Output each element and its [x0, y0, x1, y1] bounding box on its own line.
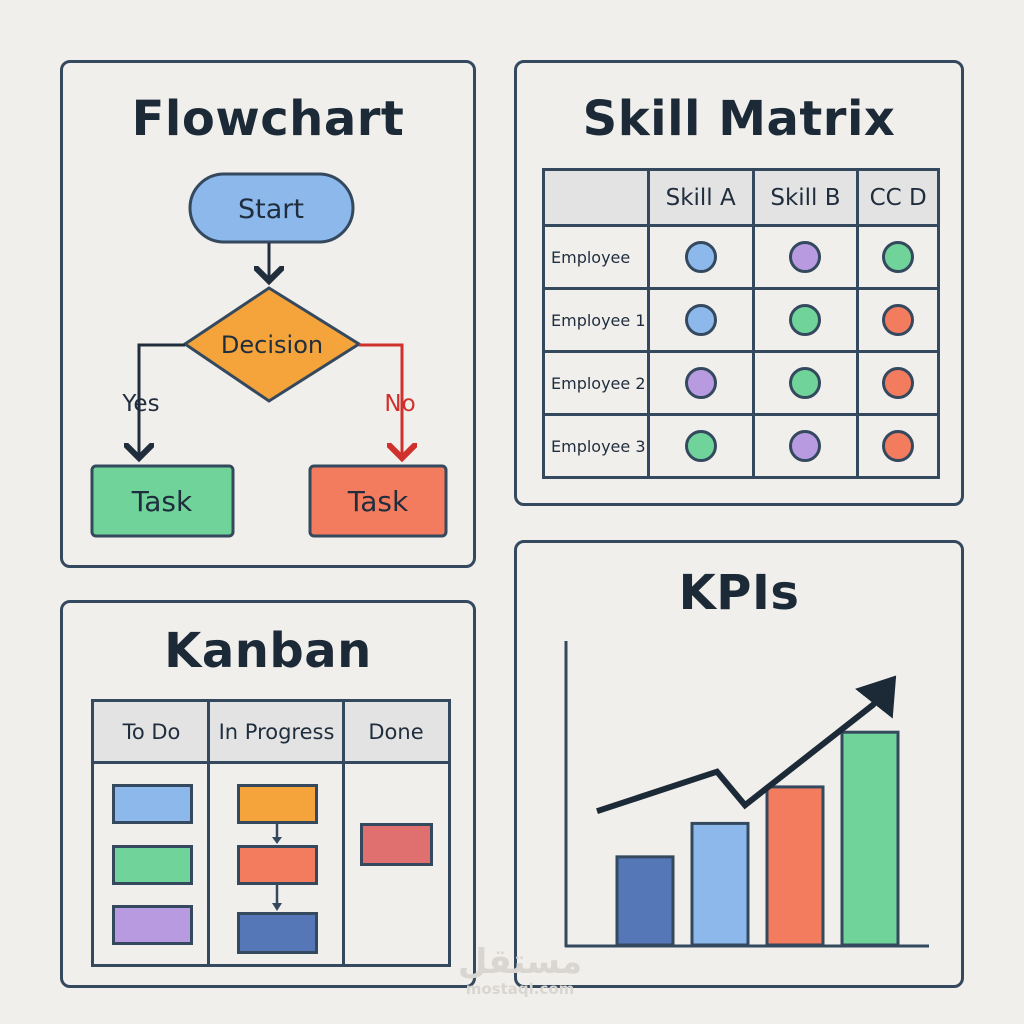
kpi-trend-line: [596, 675, 897, 815]
kpi-bar-1: [615, 855, 675, 947]
skill-dot: [882, 304, 915, 336]
kanban-arrow-head: [272, 903, 282, 911]
kanban-card[interactable]: [237, 784, 318, 824]
skill-matrix-table: Skill A Skill B CC D Employee Employee 1…: [542, 168, 940, 479]
flow-yes-label: Yes: [121, 391, 159, 417]
table-row: Employee: [542, 224, 940, 290]
skill-matrix-panel: Skill Matrix Skill A Skill B CC D Employ…: [514, 60, 964, 506]
kanban-col-todo-header: To Do: [94, 702, 209, 764]
kanban-card[interactable]: [360, 823, 433, 866]
skill-matrix-title: Skill Matrix: [582, 91, 896, 147]
skill-dot: [882, 430, 915, 462]
skill-dot: [789, 241, 822, 273]
matrix-corner-cell: [542, 168, 650, 227]
matrix-col-skill-b: Skill B: [751, 168, 860, 227]
kanban-divider: [207, 702, 210, 964]
kpi-bar-3: [765, 785, 825, 947]
kanban-card[interactable]: [237, 845, 318, 885]
flowchart-diagram: Start Decision Yes No Task Task: [90, 172, 448, 538]
flow-no-label: No: [384, 391, 415, 417]
flowchart-panel: Flowchart Start Decision Yes No Task Tas…: [60, 60, 476, 568]
flow-task-yes-node: [90, 464, 235, 538]
table-row: Employee 3: [542, 413, 940, 479]
kanban-col-in-progress-header: In Progress: [209, 702, 344, 764]
skill-dot: [684, 241, 717, 273]
watermark-latin: mostaql.com: [465, 980, 575, 998]
skill-dot: [882, 241, 915, 273]
kanban-card[interactable]: [237, 912, 318, 954]
kanban-panel: Kanban To Do In Progress Done: [60, 600, 476, 988]
matrix-col-skill-a: Skill A: [646, 168, 755, 227]
flow-task-no-label: Task: [347, 485, 409, 518]
kpis-panel: KPIs: [514, 540, 964, 988]
matrix-col-cc-d: CC D: [856, 168, 940, 227]
kanban-divider: [342, 702, 345, 964]
flowchart-title: Flowchart: [131, 91, 405, 147]
flow-no-connector: [359, 343, 402, 458]
skill-dot: [789, 367, 822, 399]
skill-dot: [882, 367, 915, 399]
flow-task-no-node: [308, 464, 448, 538]
flow-start-label: Start: [238, 194, 304, 225]
skill-dot: [684, 367, 717, 399]
kanban-col-done-header: Done: [344, 702, 448, 764]
flow-task-yes-label: Task: [131, 485, 193, 518]
skill-dot: [684, 430, 717, 462]
kanban-flow-arrows: [272, 824, 282, 911]
kpi-chart: [564, 641, 929, 948]
flow-yes-connector: [139, 343, 185, 458]
flow-decision-node: [182, 286, 362, 403]
kpi-bar-4: [840, 730, 900, 947]
kanban-title: Kanban: [164, 623, 372, 679]
kanban-card[interactable]: [112, 905, 193, 945]
matrix-row-label: Employee 2: [542, 350, 650, 416]
flow-start-node: [188, 172, 355, 244]
watermark: مستقل mostaql.com: [440, 944, 600, 998]
kpis-title: KPIs: [678, 565, 800, 621]
skill-dot: [789, 304, 822, 336]
kpi-bar-2: [690, 821, 750, 947]
skill-dot: [684, 304, 717, 336]
matrix-row-label: Employee: [542, 224, 650, 290]
kanban-board: To Do In Progress Done: [91, 699, 451, 967]
kanban-arrow-head: [272, 837, 282, 844]
kanban-card[interactable]: [112, 845, 193, 885]
flow-decision-label: Decision: [221, 331, 323, 359]
matrix-row-label: Employee 3: [542, 413, 650, 479]
skill-dot: [789, 430, 822, 462]
kanban-card[interactable]: [112, 784, 193, 824]
matrix-row-label: Employee 1: [542, 287, 650, 353]
watermark-arabic: مستقل: [457, 942, 583, 982]
table-row: Employee 2: [542, 350, 940, 416]
table-row: Employee 1: [542, 287, 940, 353]
